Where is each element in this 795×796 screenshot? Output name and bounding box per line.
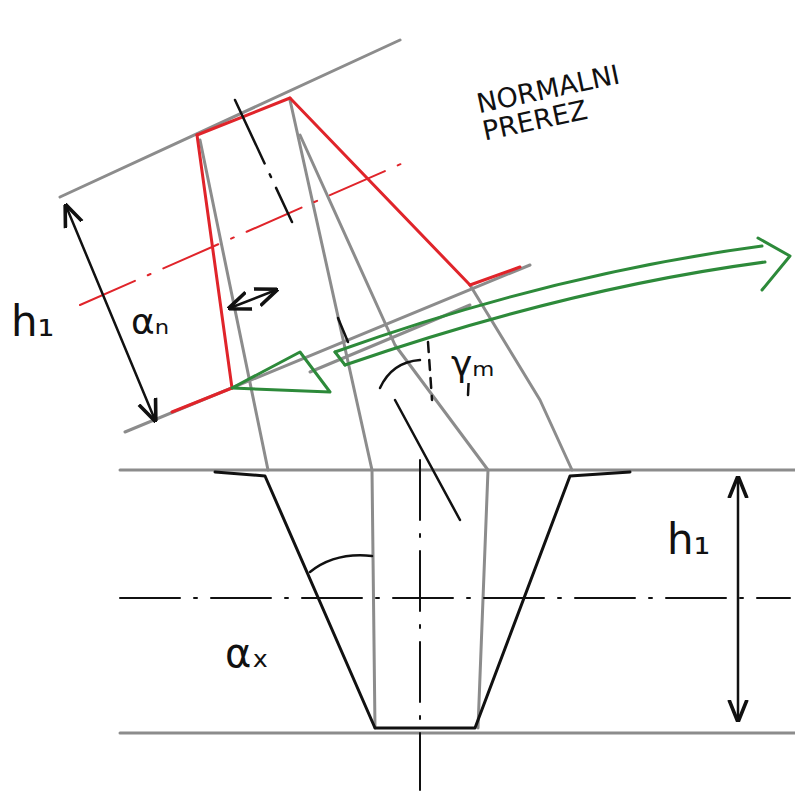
dimension-label: h₁ xyxy=(664,518,713,562)
dimension-label: h₁ xyxy=(8,300,57,344)
axial-profile xyxy=(120,460,790,790)
angle-label: αₓ xyxy=(222,632,272,674)
angle-label: γₘ xyxy=(448,345,498,383)
angle-label: αₙ xyxy=(128,303,172,341)
section-lines xyxy=(60,40,795,733)
axis-lines xyxy=(235,100,470,520)
dimension-lines xyxy=(66,206,738,720)
helix-arrow xyxy=(232,238,790,392)
normal-profile xyxy=(80,98,520,412)
section-title: NORMALNI PREREZ xyxy=(474,51,675,147)
